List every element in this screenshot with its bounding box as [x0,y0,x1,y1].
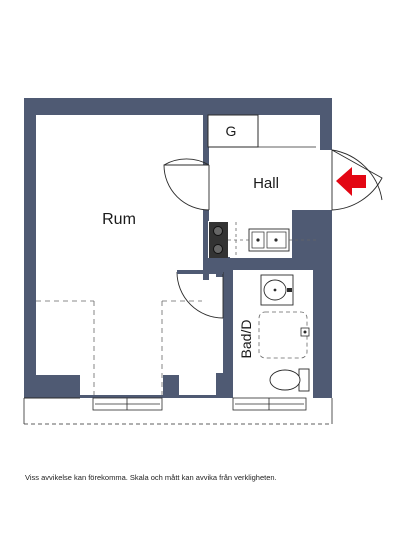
disclaimer-text: Viss avvikelse kan förekomma. Skala och … [25,473,277,482]
room-label-bad: Bad/D [238,320,254,359]
room-label-hall: Hall [253,175,279,192]
window-bad [232,397,307,411]
toilet-icon [269,368,310,392]
wall-rum-hall [203,210,209,280]
window-rum [92,397,163,411]
entrance-arrow-icon [336,167,366,196]
stove-icon [209,222,228,258]
room-label-rum: Rum [102,211,136,228]
washbasin-icon [260,274,294,306]
kitchen-sink-icon [248,228,290,252]
door-rum-hall [163,158,210,210]
room-label-g: G [226,123,237,139]
shower-icon [258,311,310,359]
room-rum [36,115,206,375]
furniture-outline [36,300,202,395]
door-bad [176,271,224,319]
